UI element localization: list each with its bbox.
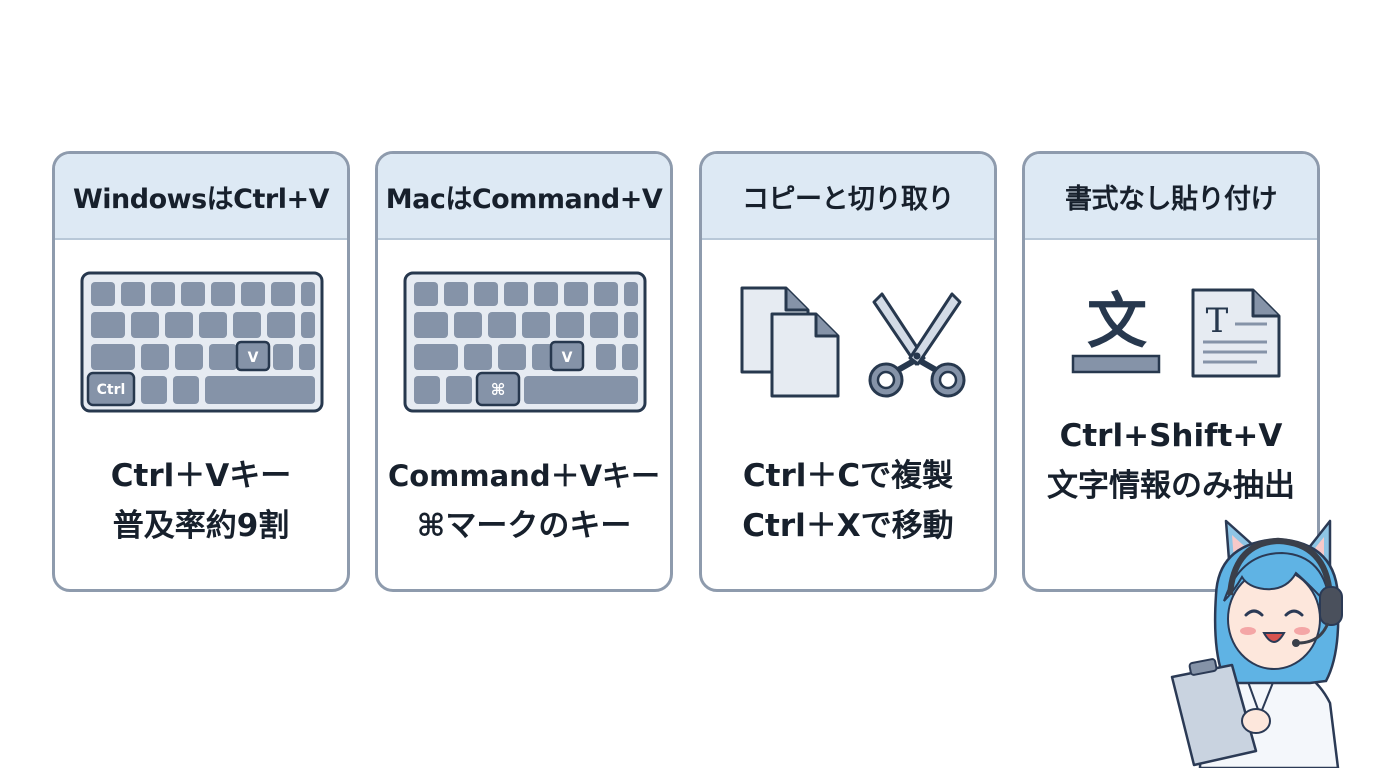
description-line: Command＋Vキー — [387, 459, 661, 493]
description-line: 文字情報のみ抽出 — [1047, 468, 1295, 504]
card-title: コピーと切り取り — [702, 154, 994, 240]
card-windows: WindowsはCtrl+V V Ctrl Ctrl＋Vキー 普及率約9割 — [52, 151, 350, 592]
scissors-icon — [868, 292, 966, 398]
card-description: Ctrl+Shift+V 文字情報のみ抽出 — [1025, 411, 1317, 511]
description-line: Ctrl+Shift+V — [1059, 418, 1283, 454]
plain-text-glyph: 文 — [1087, 287, 1147, 357]
clipboard-icon — [1170, 658, 1258, 767]
command-key-label: ⌘ — [491, 380, 506, 399]
plain-text-icon: 文 — [1071, 287, 1161, 374]
description-line: Ctrl＋Xで移動 — [742, 508, 954, 544]
keyboard-icon: V ⌘ — [403, 271, 647, 413]
v-key-label: V — [248, 350, 259, 366]
card-mac: MacはCommand+V V ⌘ Command＋Vキー ⌘マークのキー — [375, 151, 673, 592]
copy-documents-icon — [740, 286, 840, 398]
description-line: ⌘マークのキー — [416, 508, 632, 544]
card-title: MacはCommand+V — [378, 154, 670, 240]
card-plain-paste: 書式なし貼り付け 文 T Ctrl+Shift+V 文字情報のみ抽出 — [1022, 151, 1320, 592]
ctrl-key-label: Ctrl — [97, 382, 126, 398]
card-copy-cut: コピーと切り取り Ctrl＋Cで複製 Ctrl＋Xで移動 — [699, 151, 997, 592]
card-description: Ctrl＋Vキー 普及率約9割 — [55, 451, 347, 551]
description-line: Ctrl＋Cで複製 — [742, 458, 954, 494]
keyboard-icon: V Ctrl — [80, 271, 324, 413]
description-line: Ctrl＋Vキー — [110, 458, 292, 494]
card-description: Command＋Vキー ⌘マークのキー — [378, 451, 670, 551]
text-document-glyph: T — [1206, 301, 1229, 341]
headset-icon — [1227, 537, 1333, 596]
card-description: Ctrl＋Cで複製 Ctrl＋Xで移動 — [702, 451, 994, 551]
text-document-icon: T — [1191, 288, 1281, 378]
card-title: 書式なし貼り付け — [1025, 154, 1317, 240]
mascot-illustration — [1170, 519, 1343, 768]
description-line: 普及率約9割 — [112, 508, 290, 544]
card-title: WindowsはCtrl+V — [55, 154, 347, 240]
v-key-label: V — [562, 350, 573, 366]
